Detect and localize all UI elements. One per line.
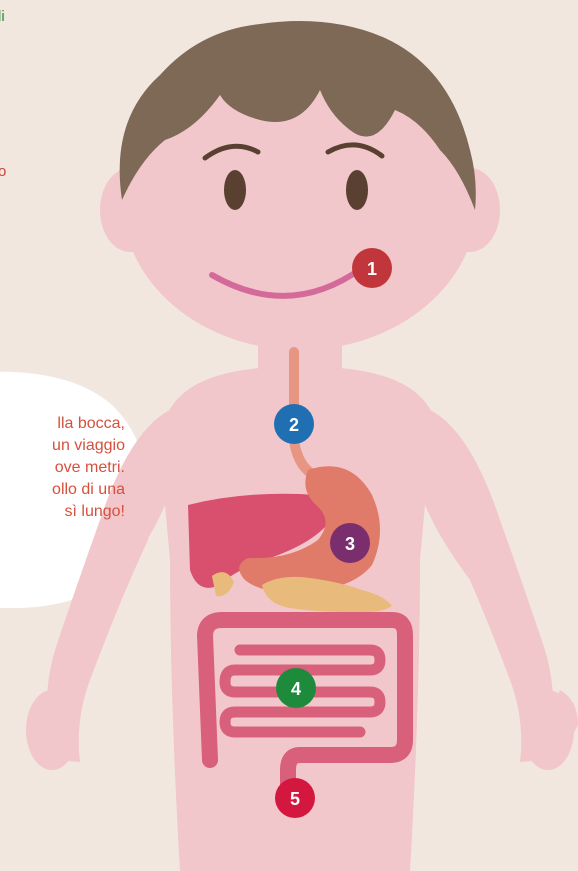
marker-3-stomach: 3 [330,523,370,563]
marker-4-label: 4 [291,679,301,699]
marker-2-label: 2 [289,415,299,435]
speech-bubble-text: lla bocca, un viaggio ove metri. ollo di… [0,413,125,523]
marker-1-label: 1 [367,259,377,279]
speech-bubble-line: un viaggio [0,435,125,457]
speech-bubble-line: lla bocca, [0,413,125,435]
speech-bubble-line: ollo di una [0,479,125,501]
marker-4-small-intestine: 4 [276,668,316,708]
right-eye [346,170,368,210]
left-eye [224,170,246,210]
marker-2-esophagus: 2 [274,404,314,444]
speech-bubble-line: ove metri. [0,457,125,479]
marker-1-mouth: 1 [352,248,392,288]
marker-3-label: 3 [345,534,355,554]
marker-5-large-intestine: 5 [275,778,315,818]
speech-bubble-line: sì lungo! [0,501,125,523]
marker-5-label: 5 [290,789,300,809]
